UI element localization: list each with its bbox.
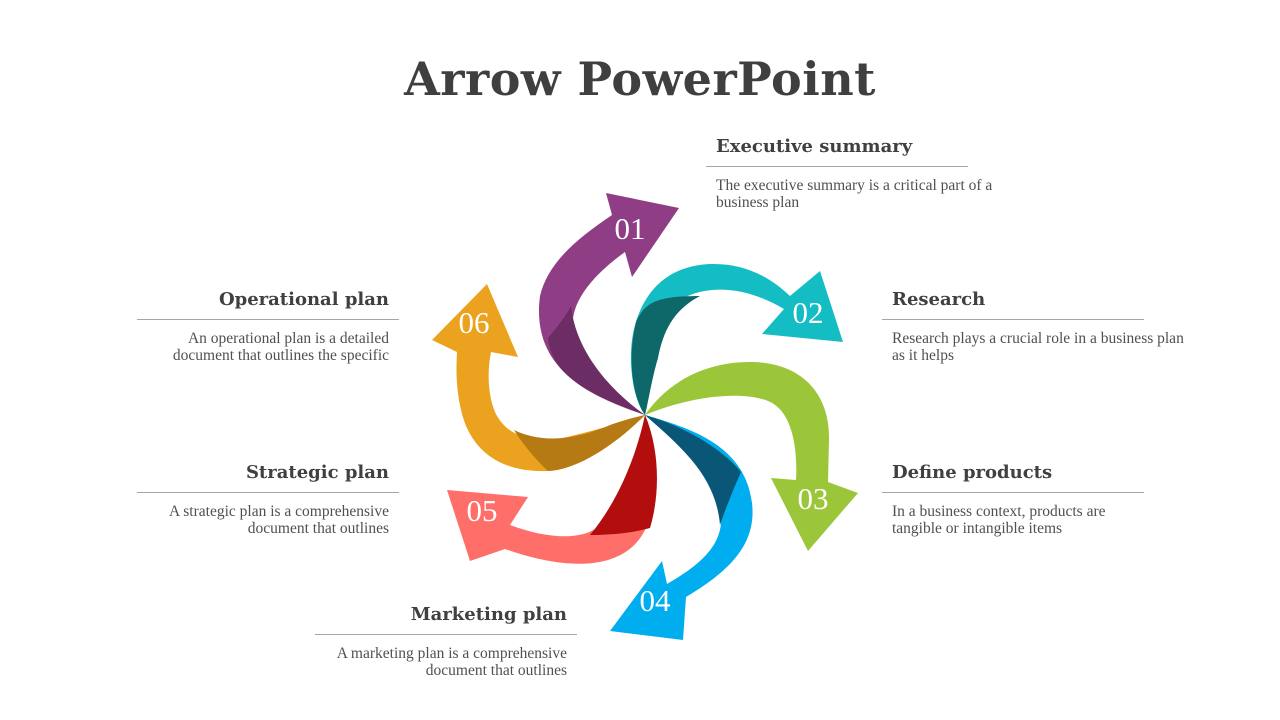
step-06-title: Operational plan [137,289,399,320]
step-06-text: Operational plan An operational plan is … [137,289,399,364]
step-06-description: An operational plan is a detailed docume… [172,330,389,364]
arrow-05-fold [590,415,657,535]
step-02-text: Research Research plays a crucial role i… [882,289,1184,364]
arrow-03-body [645,362,858,551]
arrow-02: 02 [630,263,843,415]
arrow-01-number: 01 [615,211,646,246]
step-05-text: Strategic plan A strategic plan is a com… [137,462,399,537]
step-02-title: Research [882,289,1144,320]
arrow-06-body [432,284,645,472]
step-04-description: A marketing plan is a comprehensive docu… [336,645,567,679]
arrow-03: 03 [645,362,858,551]
step-03-title: Define products [882,462,1144,493]
arrow-02-fold [631,296,700,415]
arrow-05-number: 05 [467,493,498,528]
arrow-03-number: 03 [798,481,829,516]
step-01-description: The executive summary is a critical part… [716,177,993,211]
step-04-text: Marketing plan A marketing plan is a com… [315,604,577,679]
arrow-04: 04 [610,415,753,640]
arrow-02-body [630,263,843,415]
arrow-06: 06 [432,284,645,472]
arrow-04-fold [645,415,741,525]
arrow-06-number: 06 [459,305,490,340]
arrow-05: 05 [447,415,657,564]
step-05-description: A strategic plan is a comprehensive docu… [169,503,389,537]
arrow-01-fold [548,306,645,415]
step-02-description: Research plays a crucial role in a busin… [892,330,1184,364]
step-03-description: In a business context, products are tang… [892,503,1106,537]
arrow-06-fold [514,415,645,471]
step-01-text: Executive summary The executive summary … [706,136,992,211]
step-05-title: Strategic plan [137,462,399,493]
slide-title: Arrow PowerPoint [404,52,876,106]
step-04-title: Marketing plan [315,604,577,635]
arrow-01: 01 [538,193,679,415]
step-03-text: Define products In a business context, p… [882,462,1144,537]
step-01-title: Executive summary [706,136,968,167]
arrow-04-number: 04 [640,583,672,618]
arrow-02-number: 02 [793,295,824,330]
